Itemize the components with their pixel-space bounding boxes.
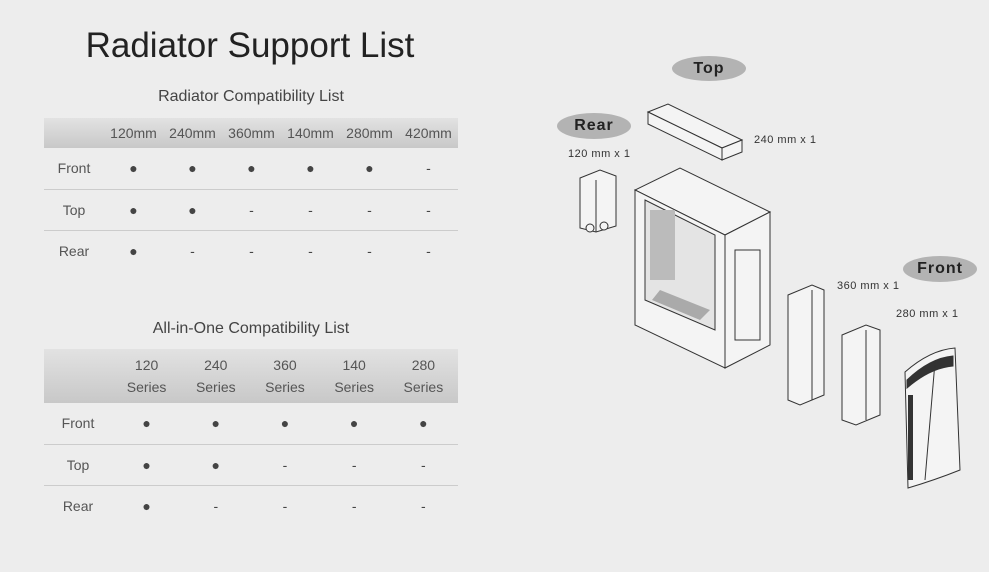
support-cell: ● xyxy=(340,148,399,190)
table-row: Rear ● - - - - xyxy=(44,485,458,526)
support-cell: - xyxy=(426,242,431,259)
col-header: 240mm xyxy=(169,125,216,141)
front-radiator-280-drawing xyxy=(841,324,881,426)
support-cell: - xyxy=(250,444,320,486)
support-cell: - xyxy=(388,444,458,486)
support-cell: ● xyxy=(281,148,340,190)
support-cell: ● xyxy=(163,148,222,190)
row-label: Front xyxy=(44,148,104,190)
front-label: Front xyxy=(903,256,977,282)
col-header: 280mm xyxy=(346,125,393,141)
rear-radiator-drawing xyxy=(579,169,617,233)
support-cell: - xyxy=(351,497,357,514)
case-drawing xyxy=(633,167,772,369)
support-cell: ● xyxy=(104,148,163,190)
support-cell: - xyxy=(222,189,281,231)
support-cell: - xyxy=(340,189,399,231)
table-row: Top●●--- xyxy=(44,444,458,486)
support-cell: ● xyxy=(142,497,151,514)
table-row: Rear ● - - - - - xyxy=(44,230,458,271)
support-cell: - xyxy=(367,242,372,259)
col-header: 120mm xyxy=(110,125,157,141)
support-cell: - xyxy=(319,444,389,486)
row-label: Top xyxy=(44,444,112,486)
top-label: Top xyxy=(672,56,746,81)
col-header: 420mm xyxy=(405,125,452,141)
support-cell: - xyxy=(190,242,195,259)
support-cell: - xyxy=(399,148,458,190)
front-size-360-label: 360 mm x 1 xyxy=(837,280,900,292)
support-cell: - xyxy=(399,189,458,231)
page-title: Radiator Support List xyxy=(85,26,415,65)
rear-size-label: 120 mm x 1 xyxy=(568,148,631,160)
front-panel-drawing xyxy=(904,347,961,489)
support-cell: ● xyxy=(181,444,251,486)
front-size-280-label: 280 mm x 1 xyxy=(896,308,959,320)
col-header: 140mm xyxy=(287,125,334,141)
support-cell: ● xyxy=(388,403,458,445)
col-header: 360mm xyxy=(228,125,275,141)
radiator-caption: Radiator Compatibility List xyxy=(158,88,344,105)
support-cell: ● xyxy=(104,189,163,231)
support-cell: - xyxy=(281,189,340,231)
header-row: 120mm 240mm 360mm 140mm 280mm 420mm xyxy=(44,118,458,148)
support-cell: ● xyxy=(181,403,251,445)
support-cell: - xyxy=(213,497,219,514)
table-row: Front●●●●● xyxy=(44,403,458,445)
support-cell: - xyxy=(282,497,288,514)
support-cell: - xyxy=(421,497,426,514)
radiator-table: 120mm 240mm 360mm 140mm 280mm 420mm Fron… xyxy=(44,118,458,271)
support-cell: ● xyxy=(163,189,222,231)
table-row: Top●●---- xyxy=(44,189,458,231)
front-radiator-360-drawing xyxy=(787,284,825,406)
aio-caption: All-in-One Compatibility List xyxy=(152,320,350,337)
support-cell: ● xyxy=(112,403,182,445)
support-cell: - xyxy=(249,242,254,259)
row-label: Rear xyxy=(58,242,90,259)
row-label: Rear xyxy=(62,497,94,514)
support-cell: ● xyxy=(129,242,138,259)
support-cell: ● xyxy=(250,403,320,445)
support-cell: - xyxy=(308,242,313,259)
row-label: Top xyxy=(44,189,104,231)
top-size-label: 240 mm x 1 xyxy=(754,134,817,146)
support-cell: ● xyxy=(112,444,182,486)
support-cell: ● xyxy=(222,148,281,190)
row-label: Front xyxy=(44,403,112,445)
support-cell: ● xyxy=(319,403,389,445)
top-radiator-drawing xyxy=(646,103,744,161)
table-row: Front●●●●●- xyxy=(44,148,458,190)
rear-label: Rear xyxy=(557,113,631,139)
